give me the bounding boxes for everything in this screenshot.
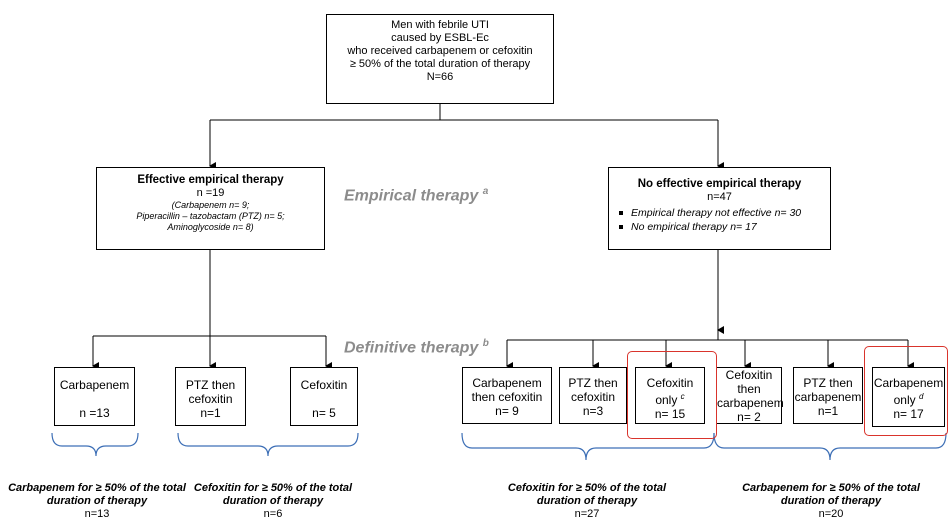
ptz-carb-line2: carbapenem <box>794 390 862 404</box>
cef-only-n: n= 15 <box>654 407 686 421</box>
carb-only-box: Carbapenem only d n= 17 <box>872 367 945 427</box>
ptz-carb-box: PTZ then carbapenem n=1 <box>793 367 863 424</box>
cef-only-line1: Cefoxitin <box>646 376 694 390</box>
definitive-therapy-label: Definitive therapy b <box>344 338 489 357</box>
cef-then-carb-box: Cefoxitin then carbapenem n= 2 <box>716 367 784 424</box>
cef-only-line2-wrap: only c <box>636 390 704 407</box>
root-n: N=66 <box>426 71 454 83</box>
cef-then-carb-n: n= 2 <box>737 410 761 424</box>
effective-detail1: (Carbapenem n= 9; <box>171 200 250 210</box>
summary1-line2: duration of therapy <box>46 495 148 507</box>
effective-n: n =19 <box>196 187 225 199</box>
list-item: Empirical therapy not effective n= 30 <box>619 206 830 220</box>
carb-only-line2-wrap: only d <box>873 390 944 407</box>
root-line3: who received carbapenem or cefoxitin <box>347 45 533 57</box>
carb-then-cef-n: n= 9 <box>495 404 519 418</box>
brace-cefoxitin-left <box>177 432 359 457</box>
ptz-carb-n: n=1 <box>817 404 839 418</box>
effective-title: Effective empirical therapy <box>137 174 284 186</box>
carbapenem-box: Carbapenem n =13 <box>54 367 135 426</box>
list-item: No empirical therapy n= 17 <box>619 220 830 234</box>
cefoxitin-box: Cefoxitin n= 5 <box>290 367 358 426</box>
carb-then-cef-line1: Carbapenem <box>472 376 542 390</box>
summary-cefoxitin-right: Cefoxitin for ≥ 50% of the total duratio… <box>490 482 684 521</box>
carb-then-cef-box: Carbapenem then cefoxitin n= 9 <box>462 367 552 424</box>
definitive-label-text: Definitive therapy <box>344 339 479 357</box>
empirical-label-sup: a <box>482 186 489 197</box>
root-line4: ≥ 50% of the total duration of therapy <box>349 58 531 70</box>
ptz-cef-right-line1: PTZ then <box>568 376 618 390</box>
effective-detail2: Piperacillin – tazobactam (PTZ) n= 5; <box>136 211 285 221</box>
definitive-label-sup: b <box>482 338 489 349</box>
root-line2: caused by ESBL-Ec <box>391 32 489 44</box>
carb-only-line1: Carbapenem <box>873 376 944 390</box>
brace-carbapenem-right <box>713 432 947 461</box>
summary4-n: n=20 <box>818 508 844 520</box>
root-line1: Men with febrile UTI <box>391 19 489 31</box>
summary-carbapenem-left: Carbapenem for ≥ 50% of the total durati… <box>2 482 192 521</box>
cefoxitin-label: Cefoxitin <box>300 378 348 392</box>
highlight-cefoxitin-only <box>627 351 717 439</box>
summary2-line2: duration of therapy <box>222 495 324 507</box>
ptz-cef-right-box: PTZ then cefoxitin n=3 <box>559 367 627 424</box>
summary1-line1: Carbapenem for ≥ 50% of the total <box>8 482 186 494</box>
empirical-therapy-label: Empirical therapy a <box>344 186 488 205</box>
carbapenem-n: n =13 <box>79 406 110 420</box>
cef-only-box: Cefoxitin only c n= 15 <box>635 367 705 424</box>
summary1-n: n=13 <box>84 508 110 520</box>
cef-then-carb-line1: Cefoxitin <box>725 368 773 382</box>
highlight-carbapenem-only <box>864 346 948 436</box>
cef-only-line2: only <box>655 393 678 407</box>
not-effective-n: n=47 <box>707 191 732 203</box>
ptz-cef-right-line2: cefoxitin <box>570 390 616 404</box>
brace-carbapenem <box>51 432 139 457</box>
ptz-cefoxitin-line1: PTZ then <box>185 378 236 392</box>
ptz-cefoxitin-line2: cefoxitin <box>188 392 233 406</box>
summary3-line1: Cefoxitin for ≥ 50% of the total <box>507 482 667 494</box>
ptz-cefoxitin-box: PTZ then cefoxitin n=1 <box>175 367 246 426</box>
ptz-cef-right-n: n=3 <box>582 404 604 418</box>
carb-then-cef-line2: then cefoxitin <box>471 390 543 404</box>
empirical-label-text: Empirical therapy <box>344 187 479 205</box>
root-box: Men with febrile UTI caused by ESBL-Ec w… <box>326 14 554 104</box>
not-effective-list: Empirical therapy not effective n= 30 No… <box>609 206 830 234</box>
carbapenem-label: Carbapenem <box>59 378 130 392</box>
summary2-line1: Cefoxitin for ≥ 50% of the total <box>193 482 353 494</box>
ptz-carb-line1: PTZ then <box>803 376 853 390</box>
cef-then-carb-line3: carbapenem <box>717 396 784 410</box>
cef-only-sup: c <box>680 392 685 401</box>
carb-only-n: n= 17 <box>893 407 924 421</box>
summary2-n: n=6 <box>263 508 283 520</box>
summary-carbapenem-right: Carbapenem for ≥ 50% of the total durati… <box>734 482 928 521</box>
ptz-cefoxitin-n: n=1 <box>200 406 221 420</box>
cef-then-carb-line2: then <box>737 382 761 396</box>
effective-detail3: Aminoglycoside n= 8) <box>167 222 254 232</box>
carb-only-line2: only <box>893 393 916 407</box>
effective-empirical-box: Effective empirical therapy n =19 (Carba… <box>96 167 325 250</box>
summary-cefoxitin-left: Cefoxitin for ≥ 50% of the total duratio… <box>180 482 366 521</box>
carb-only-sup: d <box>918 392 924 401</box>
summary4-line1: Carbapenem for ≥ 50% of the total <box>742 482 920 494</box>
cefoxitin-n: n= 5 <box>312 406 336 420</box>
no-effective-empirical-box: No effective empirical therapy n=47 Empi… <box>608 167 831 250</box>
summary4-line2: duration of therapy <box>780 495 882 507</box>
brace-cefoxitin-right <box>461 432 715 461</box>
summary3-line2: duration of therapy <box>536 495 638 507</box>
summary3-n: n=27 <box>574 508 600 520</box>
not-effective-title: No effective empirical therapy <box>637 178 802 190</box>
